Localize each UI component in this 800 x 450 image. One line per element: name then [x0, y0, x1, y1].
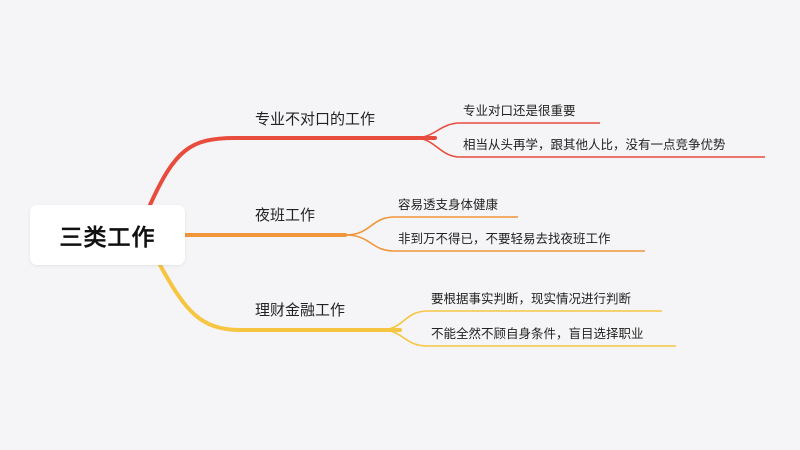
connector-branch-3-leaf-2 [379, 329, 676, 347]
connector-branch-2-leaf-1 [344, 216, 518, 236]
branch-node-2[interactable]: 夜班工作 [255, 206, 316, 224]
leaf-node-3-1[interactable]: 要根据事实判断，现实情况进行判断 [431, 291, 632, 306]
root-node[interactable]: 三类工作 [30, 205, 185, 265]
connector-branch-2-leaf-2 [344, 234, 645, 252]
connector-root-branch-3 [158, 263, 402, 332]
leaf-node-2-2[interactable]: 非到万不得已，不要轻易去找夜班工作 [398, 231, 611, 246]
branch-node-1[interactable]: 专业不对口的工作 [255, 110, 376, 128]
leaf-node-1-1[interactable]: 专业对口还是很重要 [463, 103, 576, 118]
connector-branch-1-leaf-2 [414, 137, 765, 158]
connector-root-branch-1 [148, 136, 437, 207]
branch-node-3[interactable]: 理财金融工作 [255, 301, 346, 319]
connector-branch-3-leaf-1 [379, 310, 662, 331]
leaf-node-3-2[interactable]: 不能全然不顾自身条件，盲目选择职业 [431, 326, 644, 341]
connector-branch-1-leaf-1 [414, 122, 600, 139]
leaf-node-2-1[interactable]: 容易透支身体健康 [398, 197, 499, 212]
leaf-node-1-2[interactable]: 相当从头再学，跟其他人比，没有一点竞争优势 [463, 137, 726, 152]
